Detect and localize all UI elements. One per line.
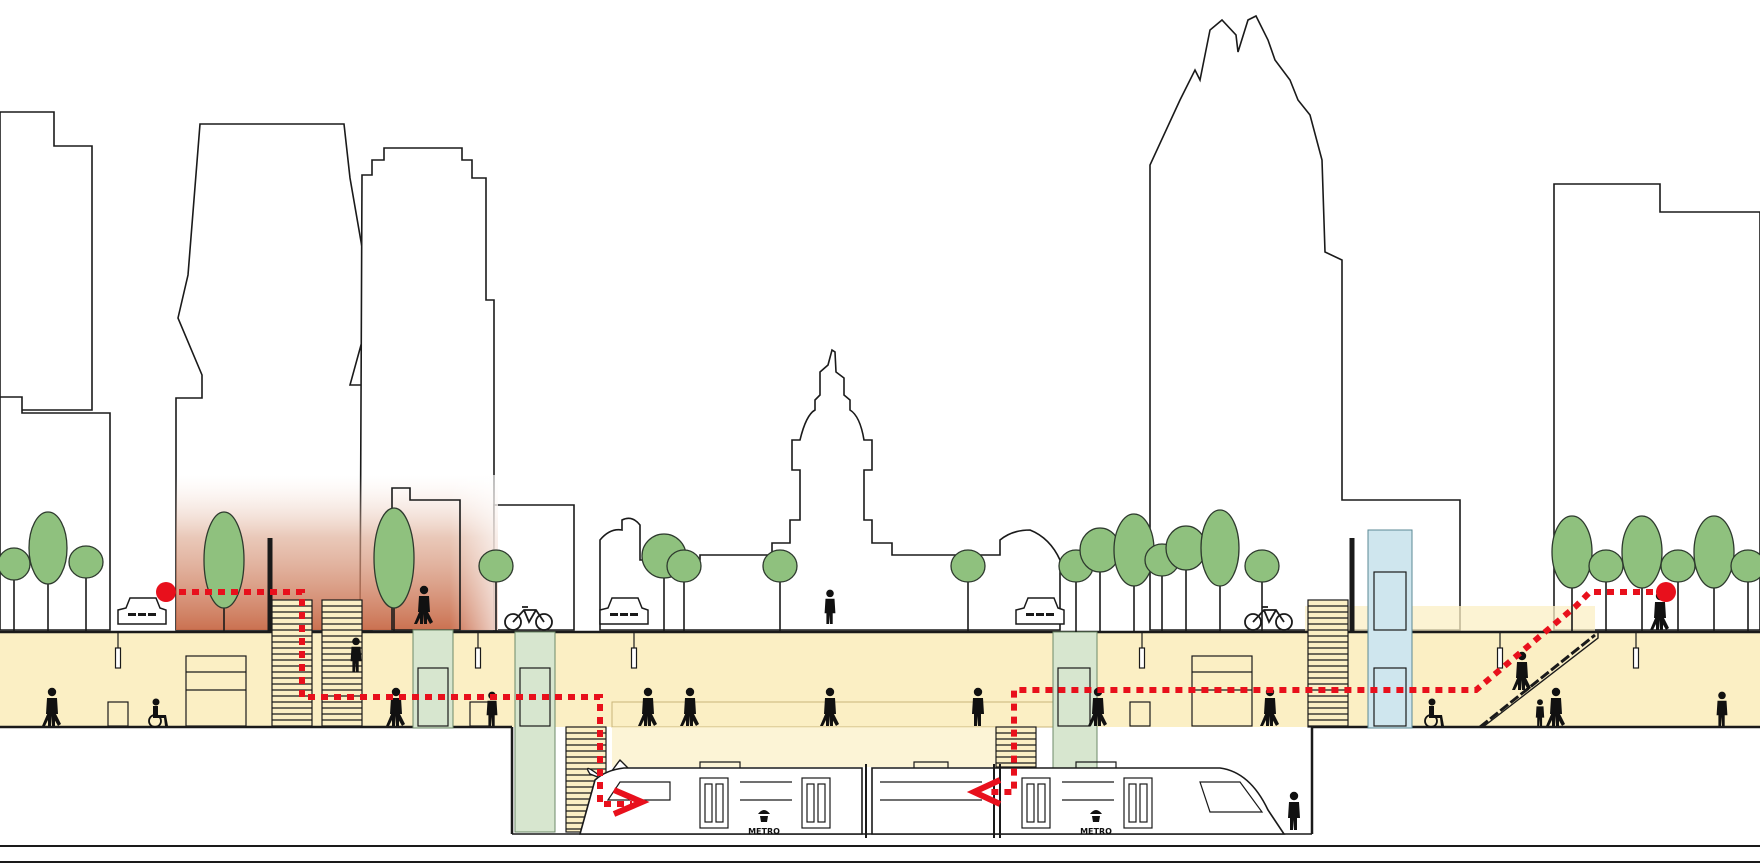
building-left-tall: [0, 111, 93, 411]
tree-icon: [1200, 509, 1240, 632]
person-icon: [1535, 699, 1545, 726]
street-vehicles: [117, 597, 1293, 631]
light-rail-train: METRO METRO: [578, 758, 1286, 838]
person-icon: [1546, 687, 1565, 726]
tree-icon: [666, 549, 702, 632]
metro-logo-left: METRO: [748, 810, 780, 836]
tree-icon: [1693, 515, 1735, 632]
building-frost-tower: [1149, 14, 1461, 631]
train-car-right: [871, 767, 1286, 835]
bicycle-icon: [1244, 606, 1293, 631]
building-left-mid: [0, 396, 111, 631]
accessible-route: [156, 582, 1676, 817]
building-capitol: [599, 348, 1061, 631]
tree-icon: [1551, 515, 1593, 632]
train-car-left: [578, 767, 863, 835]
metro-logo-right: METRO: [1080, 810, 1112, 836]
ceiling-lamps: [114, 632, 1640, 669]
mezzanine-lower: [612, 727, 1002, 767]
person-icon: [42, 687, 61, 726]
glow-building: [391, 487, 461, 631]
route-left-path: [166, 589, 632, 807]
lamp-icon: [630, 632, 638, 669]
wheelchair-icon: [148, 698, 168, 728]
mezzanine-ledge: [611, 701, 1073, 728]
person-icon: [824, 589, 836, 624]
tree-icon: [203, 511, 245, 632]
tree-icon: [68, 545, 104, 632]
person-icon: [1716, 691, 1728, 726]
person-icon: [638, 687, 657, 726]
tree-icon: [1079, 527, 1121, 632]
person-icon: [972, 687, 984, 726]
tree-icon: [1730, 549, 1760, 632]
street-trees: [0, 507, 1760, 632]
route-right-path: [990, 589, 1666, 795]
tree-icon: [762, 549, 798, 632]
stair-right-plaza: [1307, 599, 1349, 728]
metro-logo-text-right: METRO: [1080, 827, 1112, 836]
lamp-icon: [1632, 632, 1640, 669]
car-icon: [599, 597, 649, 625]
lamp-icon: [1496, 632, 1504, 669]
person-icon: [414, 585, 433, 624]
tree-icon: [1660, 549, 1696, 632]
person-icon: [386, 687, 405, 726]
person-icon: [1288, 791, 1300, 830]
car-icon: [117, 597, 167, 625]
arrow-chevron-icon: [612, 787, 650, 817]
red-dot-icon: [156, 582, 176, 602]
lamp-icon: [1138, 632, 1146, 669]
car-icon: [1015, 597, 1065, 625]
tree-icon: [1113, 513, 1155, 632]
person-icon: [1512, 651, 1531, 690]
tree-icon: [0, 547, 31, 632]
elevator-shaft-1: [412, 629, 454, 729]
tree-icon: [478, 549, 514, 632]
bicycle-icon: [504, 606, 553, 631]
elevator-shaft-2: [514, 631, 556, 833]
wheelchair-icon: [1424, 698, 1444, 728]
red-dot-icon: [1656, 582, 1676, 602]
lamp-icon: [114, 632, 122, 669]
tree-icon: [28, 511, 68, 632]
stair-diagonal: [1479, 633, 1596, 729]
lamp-icon: [474, 632, 482, 669]
elevator-shaft-4: [1367, 529, 1413, 729]
tree-icon: [1244, 549, 1280, 632]
person-icon: [820, 687, 839, 726]
metro-logo-text-left: METRO: [748, 827, 780, 836]
arrow-chevron-icon: [966, 777, 1002, 807]
tree-icon: [950, 549, 986, 632]
tree-icon: [1621, 515, 1663, 632]
stair-steps: [272, 605, 1348, 830]
tree-icon: [373, 507, 415, 632]
person-icon: [680, 687, 699, 726]
